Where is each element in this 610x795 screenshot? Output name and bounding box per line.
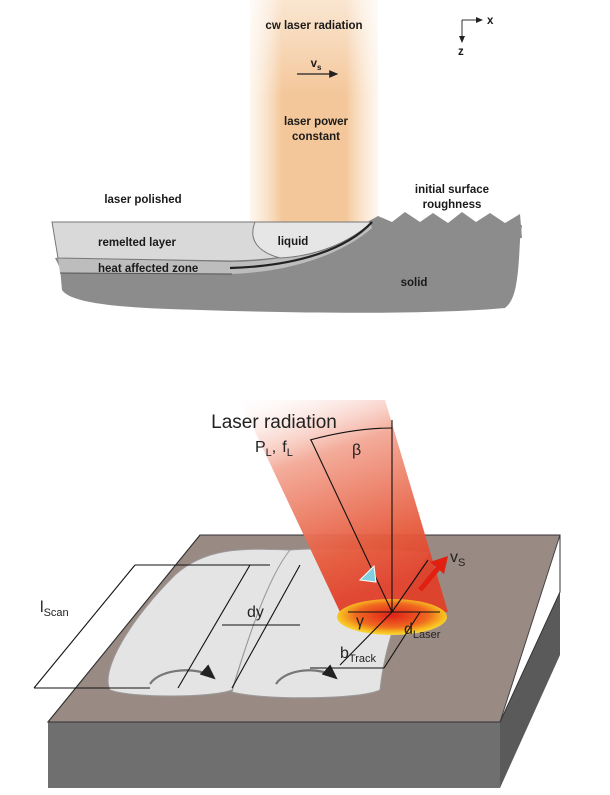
laser-radiation-cone xyxy=(240,400,448,612)
scan-length-label: lScan xyxy=(40,599,69,619)
plate-front-face xyxy=(48,722,500,788)
initial-surface-roughness xyxy=(360,212,522,240)
power-frequency-label: PL,fL xyxy=(255,439,293,459)
laser-power-label-1: laser power xyxy=(284,116,348,128)
beta-angle-label: β xyxy=(352,442,361,459)
laser-power-label-2: constant xyxy=(292,131,340,143)
heat-affected-zone-label: heat affected zone xyxy=(98,263,198,275)
scan-velocity-arrow xyxy=(418,556,448,592)
scan-velocity-top-label: vs xyxy=(311,58,322,72)
laser-spot xyxy=(337,599,447,635)
solid-label: solid xyxy=(401,277,428,289)
initial-surface-label-1: initial surface xyxy=(415,184,489,196)
coordinate-axes-icon: x z xyxy=(458,15,494,58)
initial-surface-label-2: roughness xyxy=(423,199,482,211)
gamma-angle-label: γ xyxy=(356,613,364,630)
remelted-layer-label: remelted layer xyxy=(98,237,177,249)
top-diagram: cw laser radiation vs laser power consta… xyxy=(51,0,522,313)
plate-right-face xyxy=(500,592,560,788)
bottom-diagram: Laser radiation PL,fL β vS lScan dy γ dL… xyxy=(33,400,561,788)
track-spacing-label: dy xyxy=(247,604,264,621)
liquid-label: liquid xyxy=(278,236,309,248)
track-left-return-arrow xyxy=(149,664,216,685)
laser-polished-label: laser polished xyxy=(104,194,181,206)
laser-radiation-label: Laser radiation xyxy=(211,412,337,433)
track-width-label: bTrack xyxy=(340,645,376,665)
geometry-lines xyxy=(33,420,440,689)
laser-diameter-label: dLaser xyxy=(404,621,441,641)
scan-velocity-label: vS xyxy=(450,549,465,569)
track-right-return-arrow xyxy=(275,664,338,685)
solid-substrate xyxy=(55,222,522,313)
axis-x-label: x xyxy=(487,15,494,27)
angle-gamma-indicator xyxy=(358,564,377,583)
cw-laser-radiation-label: cw laser radiation xyxy=(265,20,362,32)
axis-z-label: z xyxy=(458,46,464,58)
